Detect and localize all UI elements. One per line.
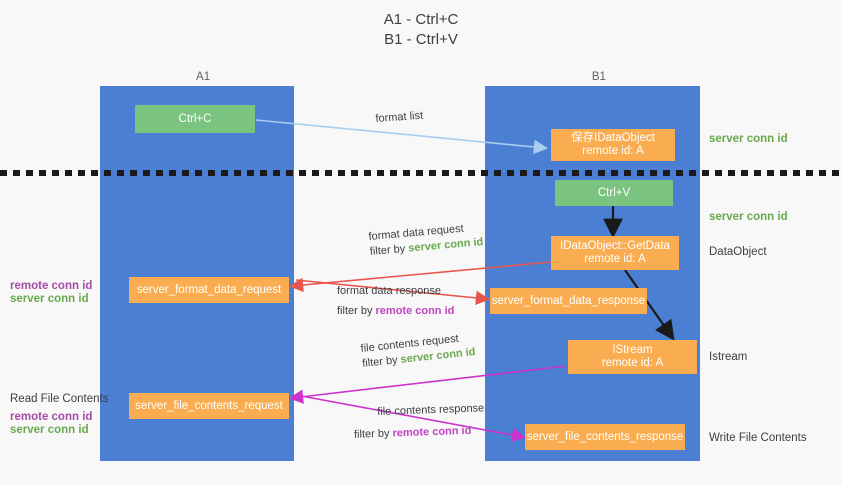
label-format-data-response-filter-key: remote conn id [375, 305, 455, 317]
lane-header-b1-name: B1 [591, 71, 606, 83]
box-server-file-contents-request[interactable]: server_file_contents_request [129, 393, 289, 419]
box-ctrl-v[interactable]: Ctrl+V [555, 180, 673, 206]
arrow-file-contents-request [288, 365, 567, 404]
box-server-file-contents-response[interactable]: server_file_contents_response [525, 424, 685, 450]
caption-read-file-contents: Read File Contents [10, 393, 109, 405]
caption-server-conn-id-second: server conn id [709, 211, 788, 223]
box-save-idataobject[interactable]: 保存IDataObject remote id: A [551, 129, 675, 161]
label-file-contents-response-filter-pre: filter by [353, 427, 393, 441]
label-file-contents-response-filter-key: remote conn id [392, 424, 472, 440]
divider-dashed-line [0, 170, 842, 176]
box-getdata[interactable]: IDataObject::GetData remote id: A [551, 236, 679, 270]
caption-istream: Istream [709, 351, 748, 363]
label-format-data-response-filter-pre: filter by [337, 305, 376, 317]
box-server-format-data-request[interactable]: server_format_data_request [129, 277, 289, 303]
arrow-file-contents-response [295, 394, 527, 443]
label-file-contents-request-filter-pre: filter by [361, 353, 402, 370]
label-file-contents-response-line1: file contents response [377, 402, 485, 418]
arrow-getdata-to-istream [624, 269, 675, 341]
caption-server-conn-id-top: server conn id [709, 133, 788, 145]
box-server-format-data-response[interactable]: server_format_data_response [490, 288, 647, 314]
caption-server-conn-id-lower: server conn id [10, 424, 89, 436]
label-format-data-response-line2: filter by remote conn id [337, 304, 454, 319]
arrow-format-data-request [288, 261, 552, 293]
caption-server-conn-id-upper: server conn id [10, 293, 89, 305]
caption-remote-conn-id-lower: remote conn id [10, 411, 93, 423]
label-format-data-response: format data response filter by remote co… [337, 284, 454, 319]
label-file-contents-response: file contents response filter by remote … [354, 401, 485, 442]
caption-remote-conn-id-upper: remote conn id [10, 280, 93, 292]
arrow-format-data-response [295, 279, 491, 306]
caption-dataobject: DataObject [709, 246, 767, 258]
page-title: A1 - Ctrl+C B1 - Ctrl+V [383, 11, 459, 48]
box-istream[interactable]: IStream remote id: A [568, 340, 697, 374]
lane-header-a1-name: A1 [196, 71, 211, 83]
caption-write-file-contents: Write File Contents [709, 432, 807, 444]
label-format-data-request-filter-pre: filter by [369, 242, 409, 258]
arrow-format-list [255, 119, 549, 155]
label-format-data-response-line1: format data response [337, 285, 441, 297]
label-format-list-text: format list [375, 109, 424, 125]
box-ctrl-c[interactable]: Ctrl+C [135, 105, 255, 133]
